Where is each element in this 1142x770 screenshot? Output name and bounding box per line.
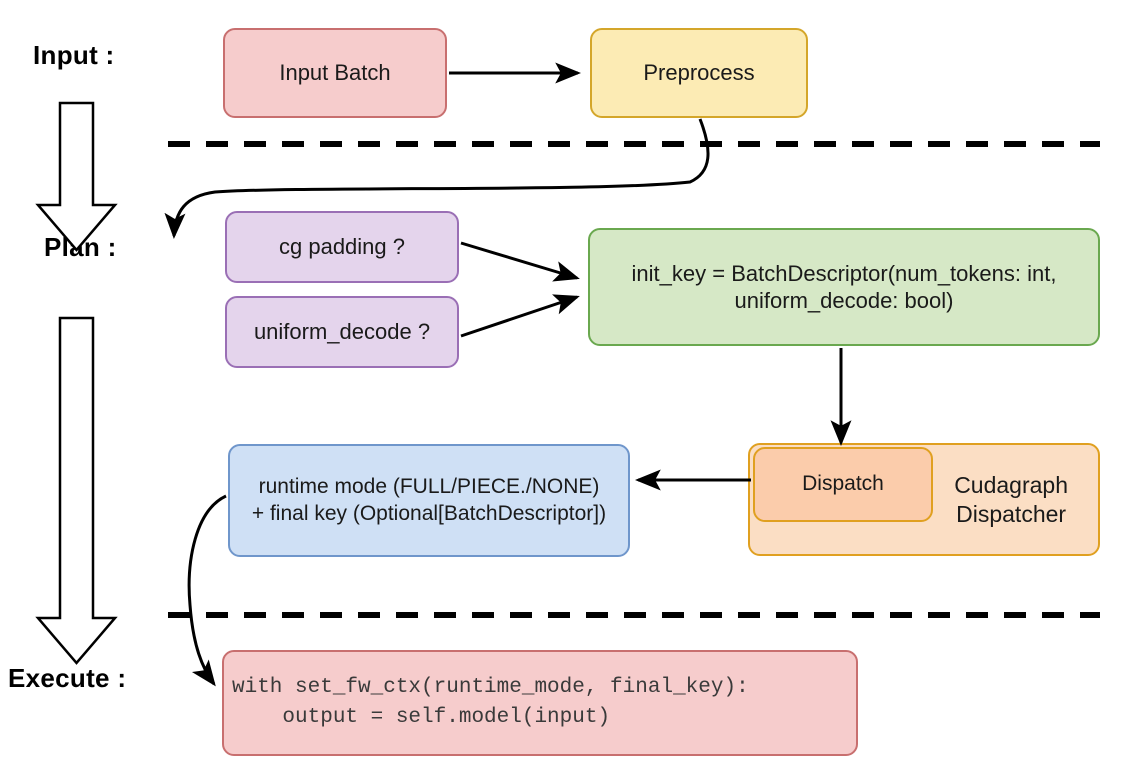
node-cg-padding[interactable]: cg padding ? bbox=[225, 211, 459, 283]
node-code-block-label: with set_fw_ctx(runtime_mode, final_key)… bbox=[232, 675, 749, 729]
node-dispatch[interactable]: Dispatch bbox=[753, 447, 933, 522]
stage-label-input: Input : bbox=[33, 40, 115, 70]
node-input-batch[interactable]: Input Batch bbox=[223, 28, 447, 118]
edge-runtime-mode-to-code bbox=[187, 494, 227, 687]
stage-label-execute: Execute : bbox=[8, 663, 127, 693]
node-input-batch-label: Input Batch bbox=[279, 60, 391, 86]
node-code-block[interactable]: with set_fw_ctx(runtime_mode, final_key)… bbox=[222, 650, 858, 756]
node-uniform-decode[interactable]: uniform_decode ? bbox=[225, 296, 459, 368]
node-runtime-mode-label: runtime mode (FULL/PIECE./NONE) + final … bbox=[251, 475, 607, 525]
node-cudagraph-dispatcher-label: Cudagraph Dispatcher bbox=[954, 471, 1068, 527]
node-dispatch-label: Dispatch bbox=[802, 472, 884, 496]
plan-to-execute-arrow bbox=[35, 316, 118, 665]
node-runtime-mode[interactable]: runtime mode (FULL/PIECE./NONE) + final … bbox=[228, 444, 630, 557]
node-init-key[interactable]: init_key = BatchDescriptor(num_tokens: i… bbox=[588, 228, 1100, 346]
edge-cg-padding-to-init-key bbox=[460, 241, 580, 282]
node-preprocess-label: Preprocess bbox=[643, 60, 755, 86]
edge-uniform-decode-to-init-key bbox=[460, 294, 580, 338]
stage-label-plan: Plan : bbox=[44, 232, 117, 262]
node-init-key-label: init_key = BatchDescriptor(num_tokens: i… bbox=[631, 260, 1057, 314]
node-uniform-decode-label: uniform_decode ? bbox=[253, 319, 431, 345]
input-to-plan-arrow bbox=[35, 101, 118, 252]
node-cg-padding-label: cg padding ? bbox=[279, 234, 405, 260]
node-preprocess[interactable]: Preprocess bbox=[590, 28, 808, 118]
